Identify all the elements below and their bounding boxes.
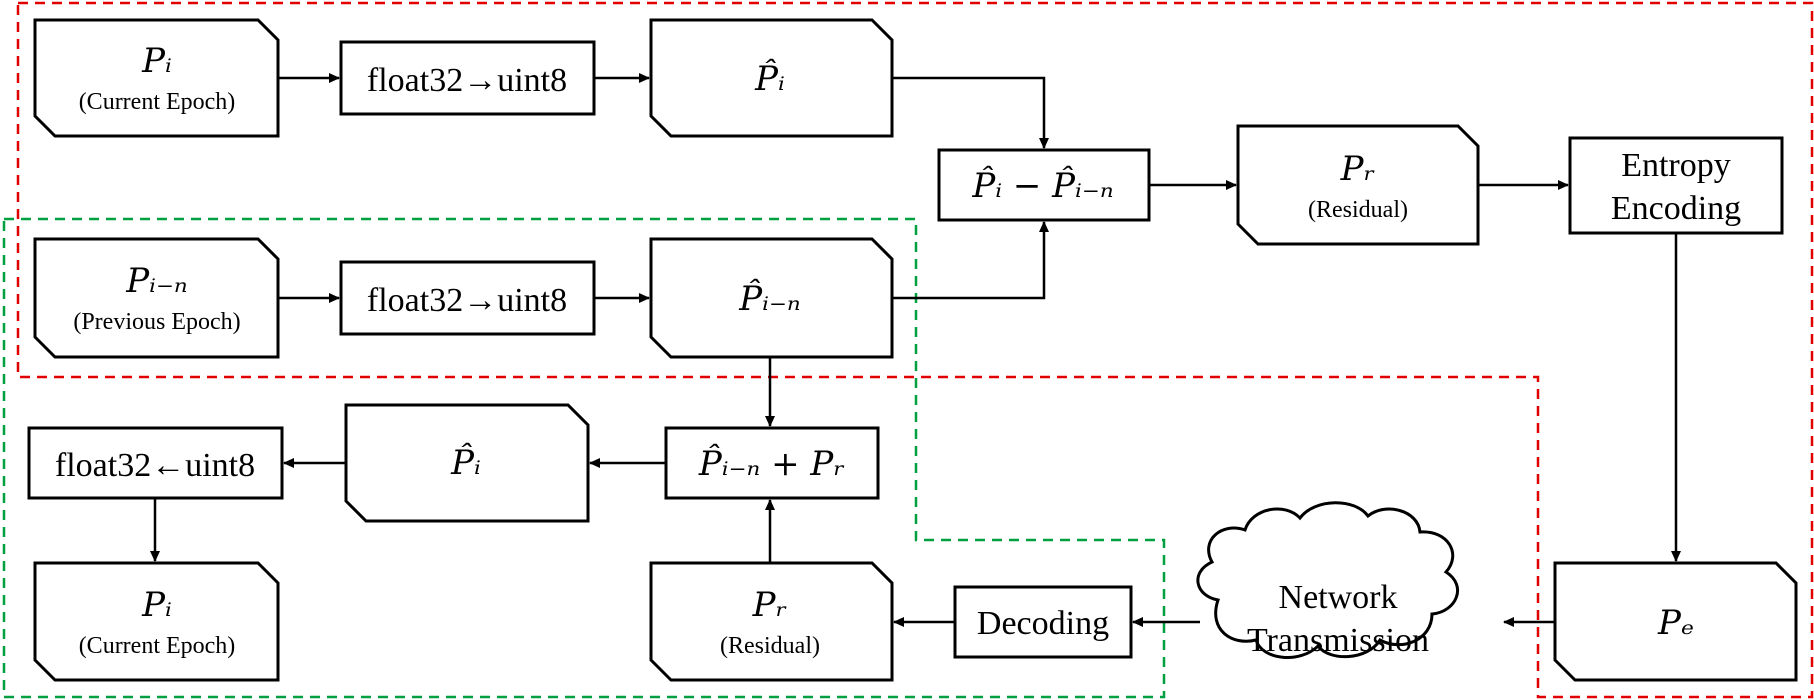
decoding-label: Decoding [977,605,1109,642]
residual-node-bottom: Pᵣ (Residual) [649,561,894,682]
uint-to-float-label: float32←uint8 [55,447,255,484]
entropy-encoding-box: Entropy Encoding [1568,136,1784,235]
phat-i-node-bottom: P̂ᵢ [344,403,590,523]
pi-current-epoch-node-bottom: Pᵢ (Current Epoch) [33,561,280,682]
phat-in-node: P̂ᵢ₋ₙ [649,237,894,359]
pr-symbol: Pᵣ [1340,149,1376,189]
sum-box: P̂ᵢ₋ₙ + Pᵣ [664,426,880,500]
residual-label: (Residual) [720,633,820,659]
pin-symbol: Pᵢ₋ₙ [125,261,187,301]
pe-symbol: Pₑ [1657,603,1694,643]
float-to-uint-box-top: float32→uint8 [339,40,596,116]
pi-symbol: Pᵢ [141,585,172,625]
transmission-label: Transmission [1247,622,1429,659]
pr-symbol: Pᵣ [752,585,788,625]
pi-current-epoch-node: Pᵢ (Current Epoch) [33,18,280,138]
phat-i-symbol: P̂ᵢ [754,58,785,99]
arrow-phat-in-to-diff [892,221,1049,300]
current-epoch-label: (Current Epoch) [79,633,236,659]
pe-node: Pₑ [1553,561,1798,682]
difference-expression: P̂ᵢ − P̂ᵢ₋ₙ [971,165,1113,206]
network-transmission-cloud: Network Transmission [1196,501,1459,659]
phat-i-node-top: P̂ᵢ [649,18,894,138]
encoder-region [16,1,1814,699]
phat-i-symbol: P̂ᵢ [450,442,481,483]
current-epoch-label: (Current Epoch) [79,89,236,115]
network-label: Network [1279,579,1398,616]
previous-epoch-label: (Previous Epoch) [73,309,240,335]
arrow-phat-i-to-diff [892,76,1049,149]
phat-in-symbol: P̂ᵢ₋ₙ [738,278,800,319]
uint-to-float-box: float32←uint8 [27,426,284,500]
encoding-label: Encoding [1611,190,1741,227]
pi-symbol: Pᵢ [141,41,172,81]
residual-node-top: Pᵣ (Residual) [1236,124,1480,246]
float-to-uint-label: float32→uint8 [367,62,567,99]
entropy-label: Entropy [1621,147,1731,184]
difference-box: P̂ᵢ − P̂ᵢ₋ₙ [937,148,1151,222]
float-to-uint-box-mid: float32→uint8 [339,260,596,336]
pin-previous-epoch-node: Pᵢ₋ₙ (Previous Epoch) [33,237,280,359]
decoding-box: Decoding [953,585,1133,659]
decoder-region [2,217,1166,699]
sum-expression: P̂ᵢ₋ₙ + Pᵣ [698,443,845,484]
residual-label: (Residual) [1308,197,1408,223]
float-to-uint-label: float32→uint8 [367,282,567,319]
